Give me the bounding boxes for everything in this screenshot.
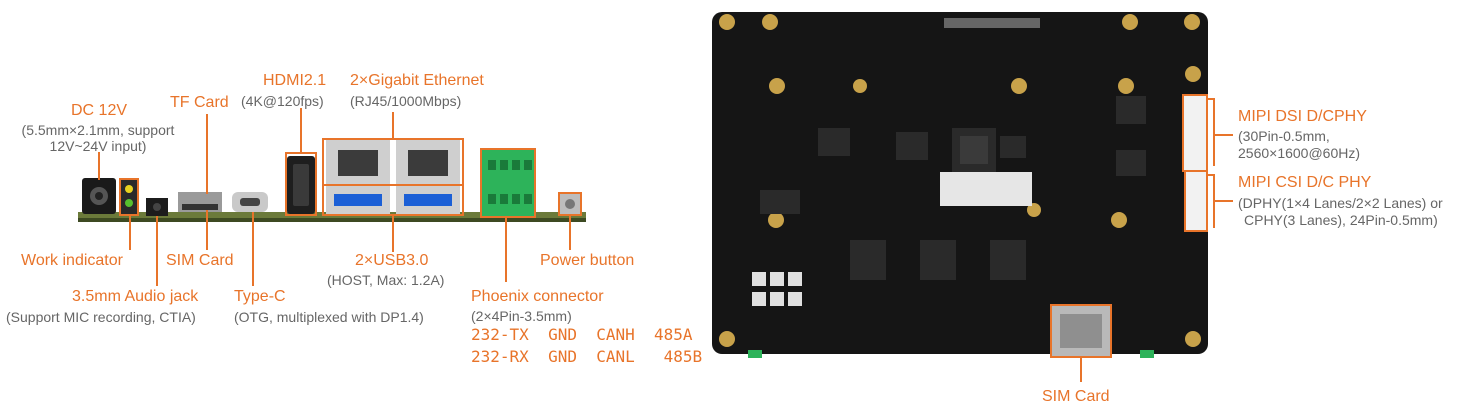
tf-title: TF Card <box>170 94 229 111</box>
eth-title: 2×Gigabit Ethernet <box>350 72 484 89</box>
ethernet-box <box>322 138 464 186</box>
phoenix-row2: 232-RX GND CANL 485B <box>471 347 703 366</box>
csi-sub2: CPHY(3 Lanes), 24Pin-0.5mm) <box>1244 212 1438 228</box>
audio-sub: (Support MIC recording, CTIA) <box>6 309 196 325</box>
top-view-board <box>712 12 1208 358</box>
csi-title: MIPI CSI D/C PHY <box>1238 174 1372 191</box>
dsi-sub1: (30Pin-0.5mm, <box>1238 128 1330 144</box>
sim-top-title: SIM Card <box>1042 388 1110 405</box>
hdmi-box <box>285 152 317 216</box>
hdmi-sub: (4K@120fps) <box>241 93 324 109</box>
sim-title: SIM Card <box>166 252 234 269</box>
typec-sub: (OTG, multiplexed with DP1.4) <box>234 309 424 325</box>
csi-sub1: (DPHY(1×4 Lanes/2×2 Lanes) or <box>1238 195 1443 211</box>
csi-box <box>1184 170 1208 232</box>
usb-box <box>322 184 464 216</box>
hdmi-title: HDMI2.1 <box>263 72 327 89</box>
dsi-sub2: 2560×1600@60Hz) <box>1238 145 1361 161</box>
eth-sub: (RJ45/1000Mbps) <box>350 93 462 109</box>
usb-sub: (HOST, Max: 1.2A) <box>327 272 445 288</box>
phoenix-sub: (2×4Pin-3.5mm) <box>471 308 572 324</box>
power-title: Power button <box>540 252 635 269</box>
audio-title: 3.5mm Audio jack <box>72 288 199 305</box>
dc-sub1: (5.5mm×2.1mm, support <box>21 122 175 138</box>
usb-title: 2×USB3.0 <box>355 252 429 269</box>
sim-top-box <box>1050 304 1112 358</box>
dsi-title: MIPI DSI D/CPHY <box>1238 108 1367 125</box>
dc-sub2: 12V~24V input) <box>49 138 147 154</box>
dc-box <box>119 178 139 216</box>
phoenix-row1: 232-TX GND CANH 485A <box>471 325 693 344</box>
typec-title: Type-C <box>234 288 286 305</box>
phoenix-box <box>480 148 536 218</box>
work-title: Work indicator <box>21 252 123 269</box>
dc-title: DC 12V <box>71 102 128 119</box>
dsi-box <box>1182 94 1208 172</box>
phoenix-title: Phoenix connector <box>471 288 604 305</box>
power-box <box>558 192 582 216</box>
side-view-board <box>78 140 586 222</box>
